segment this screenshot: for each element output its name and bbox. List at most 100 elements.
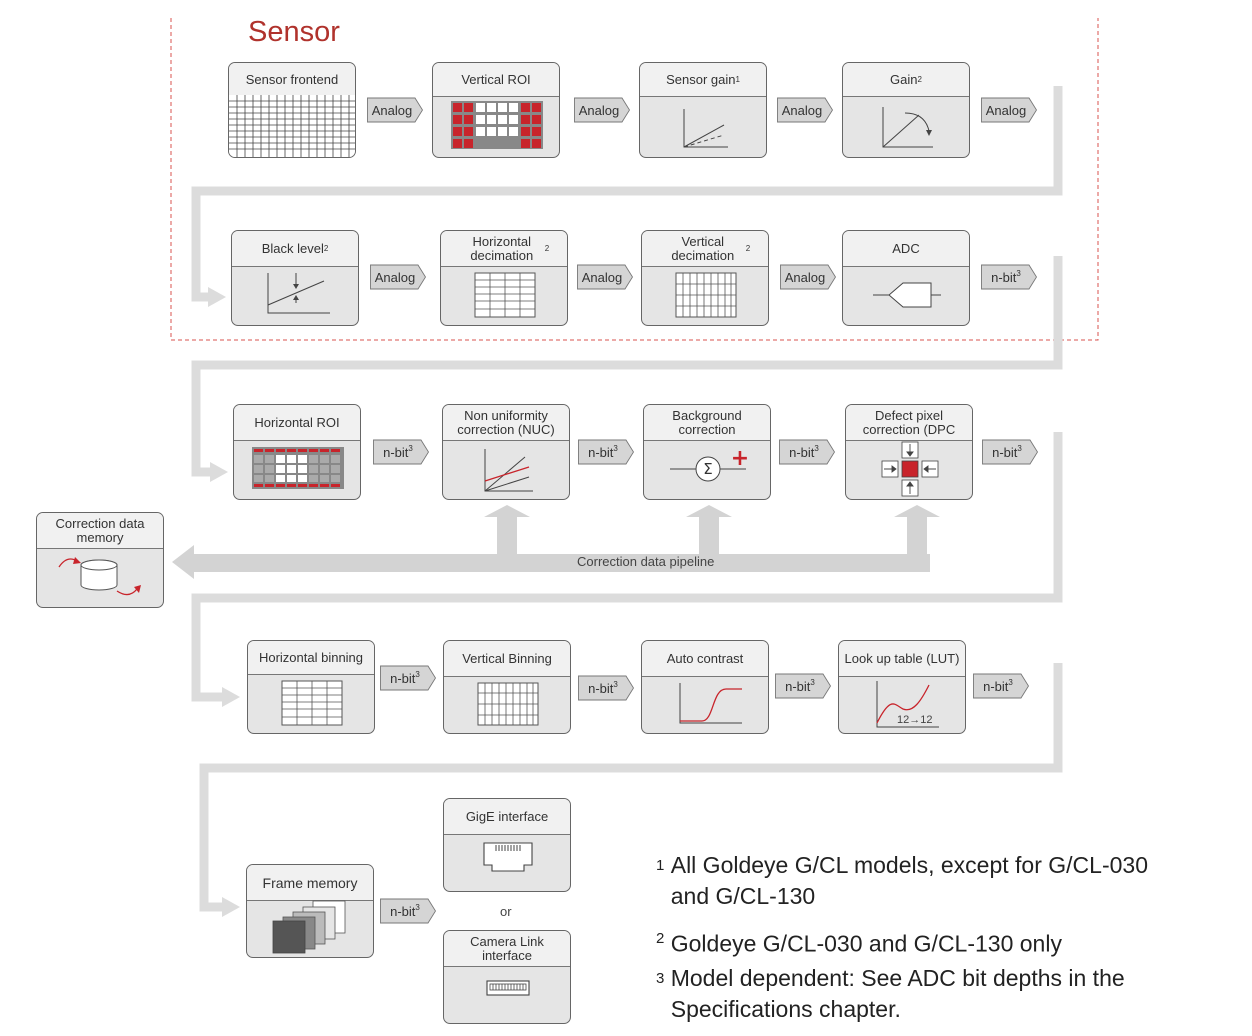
vertical-roi-block: Vertical ROI	[432, 62, 560, 158]
roi-grid-icon	[451, 101, 543, 149]
footnote-text: All Goldeye G/CL models, except for G/CL…	[670, 852, 1148, 909]
adc-block: ADC	[842, 230, 970, 326]
block-label: Horizontal binning	[248, 641, 374, 675]
analog-arrow: Analog	[367, 97, 423, 123]
black-level-icon	[267, 273, 330, 314]
vertical-decimation-icon	[675, 272, 737, 318]
nbit-arrow: n-bit3	[578, 675, 634, 701]
nbit-label: n-bit3	[785, 678, 815, 694]
footnote-text: Model dependent: See ADC bit depths in t…	[670, 965, 1125, 1022]
footnote-3: 3 Model dependent: See ADC bit depths in…	[656, 963, 1176, 1025]
analog-label: Analog	[372, 103, 412, 118]
analog-label: Analog	[579, 103, 619, 118]
nbit-arrow: n-bit3	[380, 898, 436, 924]
footnote-2: 2 Goldeye G/CL-030 and G/CL-130 only	[656, 923, 1176, 960]
or-label: or	[500, 904, 512, 919]
arrowhead-row4	[222, 687, 240, 707]
dpc-block: Defect pixel correction (DPC	[845, 404, 973, 500]
block-label: GigE interface	[444, 799, 570, 835]
horizontal-roi-block: Horizontal ROI	[233, 404, 361, 500]
memory-cylinder-icon	[58, 557, 141, 596]
analog-arrow: Analog	[780, 264, 836, 290]
analog-arrow: Analog	[370, 264, 426, 290]
gain-curve-icon	[683, 109, 728, 148]
nuc-curve-icon	[484, 449, 533, 492]
lut-bit-depth: 12→12	[897, 714, 933, 726]
defect-pixel-icon	[881, 441, 939, 497]
arrowhead-row2	[208, 287, 226, 307]
nbit-label: n-bit3	[588, 680, 618, 696]
svg-text:+: +	[731, 446, 749, 471]
nbit-arrow: n-bit3	[380, 665, 436, 691]
analog-label: Analog	[582, 270, 622, 285]
horizontal-binning-icon	[281, 680, 343, 726]
svg-text:Σ: Σ	[703, 460, 712, 478]
footnote-number: 2	[656, 930, 665, 947]
analog-arrow: Analog	[777, 97, 833, 123]
sensor-region-border	[170, 18, 1099, 341]
connector-row4-row5	[199, 663, 1063, 912]
nbit-label: n-bit3	[390, 670, 420, 686]
nbit-label: n-bit3	[390, 903, 420, 919]
analog-label: Analog	[782, 103, 822, 118]
nbit-label: n-bit3	[991, 269, 1021, 285]
footnote-number: 3	[656, 970, 665, 987]
block-label: Defect pixel correction (DPC	[846, 405, 972, 441]
block-label: ADC	[843, 231, 969, 267]
camera-link-interface-block: Camera Link interface	[443, 930, 571, 1024]
lut-block: Look up table (LUT) 12→12	[838, 640, 966, 734]
block-label: Vertical ROI	[433, 63, 559, 97]
nbit-label: n-bit3	[992, 444, 1022, 460]
horizontal-decimation-icon	[474, 272, 536, 318]
sensor-frontend-block: Sensor frontend	[228, 62, 356, 158]
frame-stack-icon	[272, 900, 346, 954]
block-label: Background correction	[644, 405, 770, 441]
analog-label: Analog	[375, 270, 415, 285]
analog-label: Analog	[986, 103, 1026, 118]
block-label: Horizontal ROI	[234, 405, 360, 441]
block-label: Sensor frontend	[229, 63, 355, 97]
nbit-arrow: n-bit3	[981, 264, 1037, 290]
analog-label: Analog	[785, 270, 825, 285]
nbit-label: n-bit3	[789, 444, 819, 460]
block-label-text: Vertical decimation	[671, 233, 735, 263]
nbit-arrow: n-bit3	[578, 439, 634, 465]
footnote-1: 1 All Goldeye G/CL models, except for G/…	[656, 850, 1176, 912]
block-label: Camera Link interface	[444, 931, 570, 967]
ethernet-port-icon	[483, 842, 533, 872]
nbit-arrow: n-bit3	[973, 673, 1029, 699]
block-label: Frame memory	[247, 865, 373, 901]
background-correction-block: Background correction Σ +	[643, 404, 771, 500]
block-label-text: Horizontal decimation	[470, 233, 534, 263]
sensor-title: Sensor	[248, 16, 340, 48]
lut-curve-icon	[876, 681, 939, 728]
nbit-arrow: n-bit3	[373, 439, 429, 465]
horizontal-binning-block: Horizontal binning	[247, 640, 375, 734]
gige-interface-block: GigE interface	[443, 798, 571, 892]
connector-row2-row3	[191, 256, 1063, 477]
nbit-label: n-bit3	[983, 678, 1013, 694]
footnote-number: 1	[656, 857, 665, 874]
block-label: Auto contrast	[642, 641, 768, 677]
block-label: Vertical Binning	[444, 641, 570, 677]
nbit-arrow: n-bit3	[775, 673, 831, 699]
block-label: Correction data memory	[37, 513, 163, 549]
nuc-block: Non uniformity correction (NUC)	[442, 404, 570, 500]
block-label-text: Gain	[890, 71, 918, 87]
connector-row3-row4	[191, 432, 1063, 702]
arrowhead-row3	[210, 462, 228, 482]
analog-arrow: Analog	[577, 264, 633, 290]
arrowhead-row5	[222, 897, 240, 917]
grid-icon	[229, 95, 355, 157]
